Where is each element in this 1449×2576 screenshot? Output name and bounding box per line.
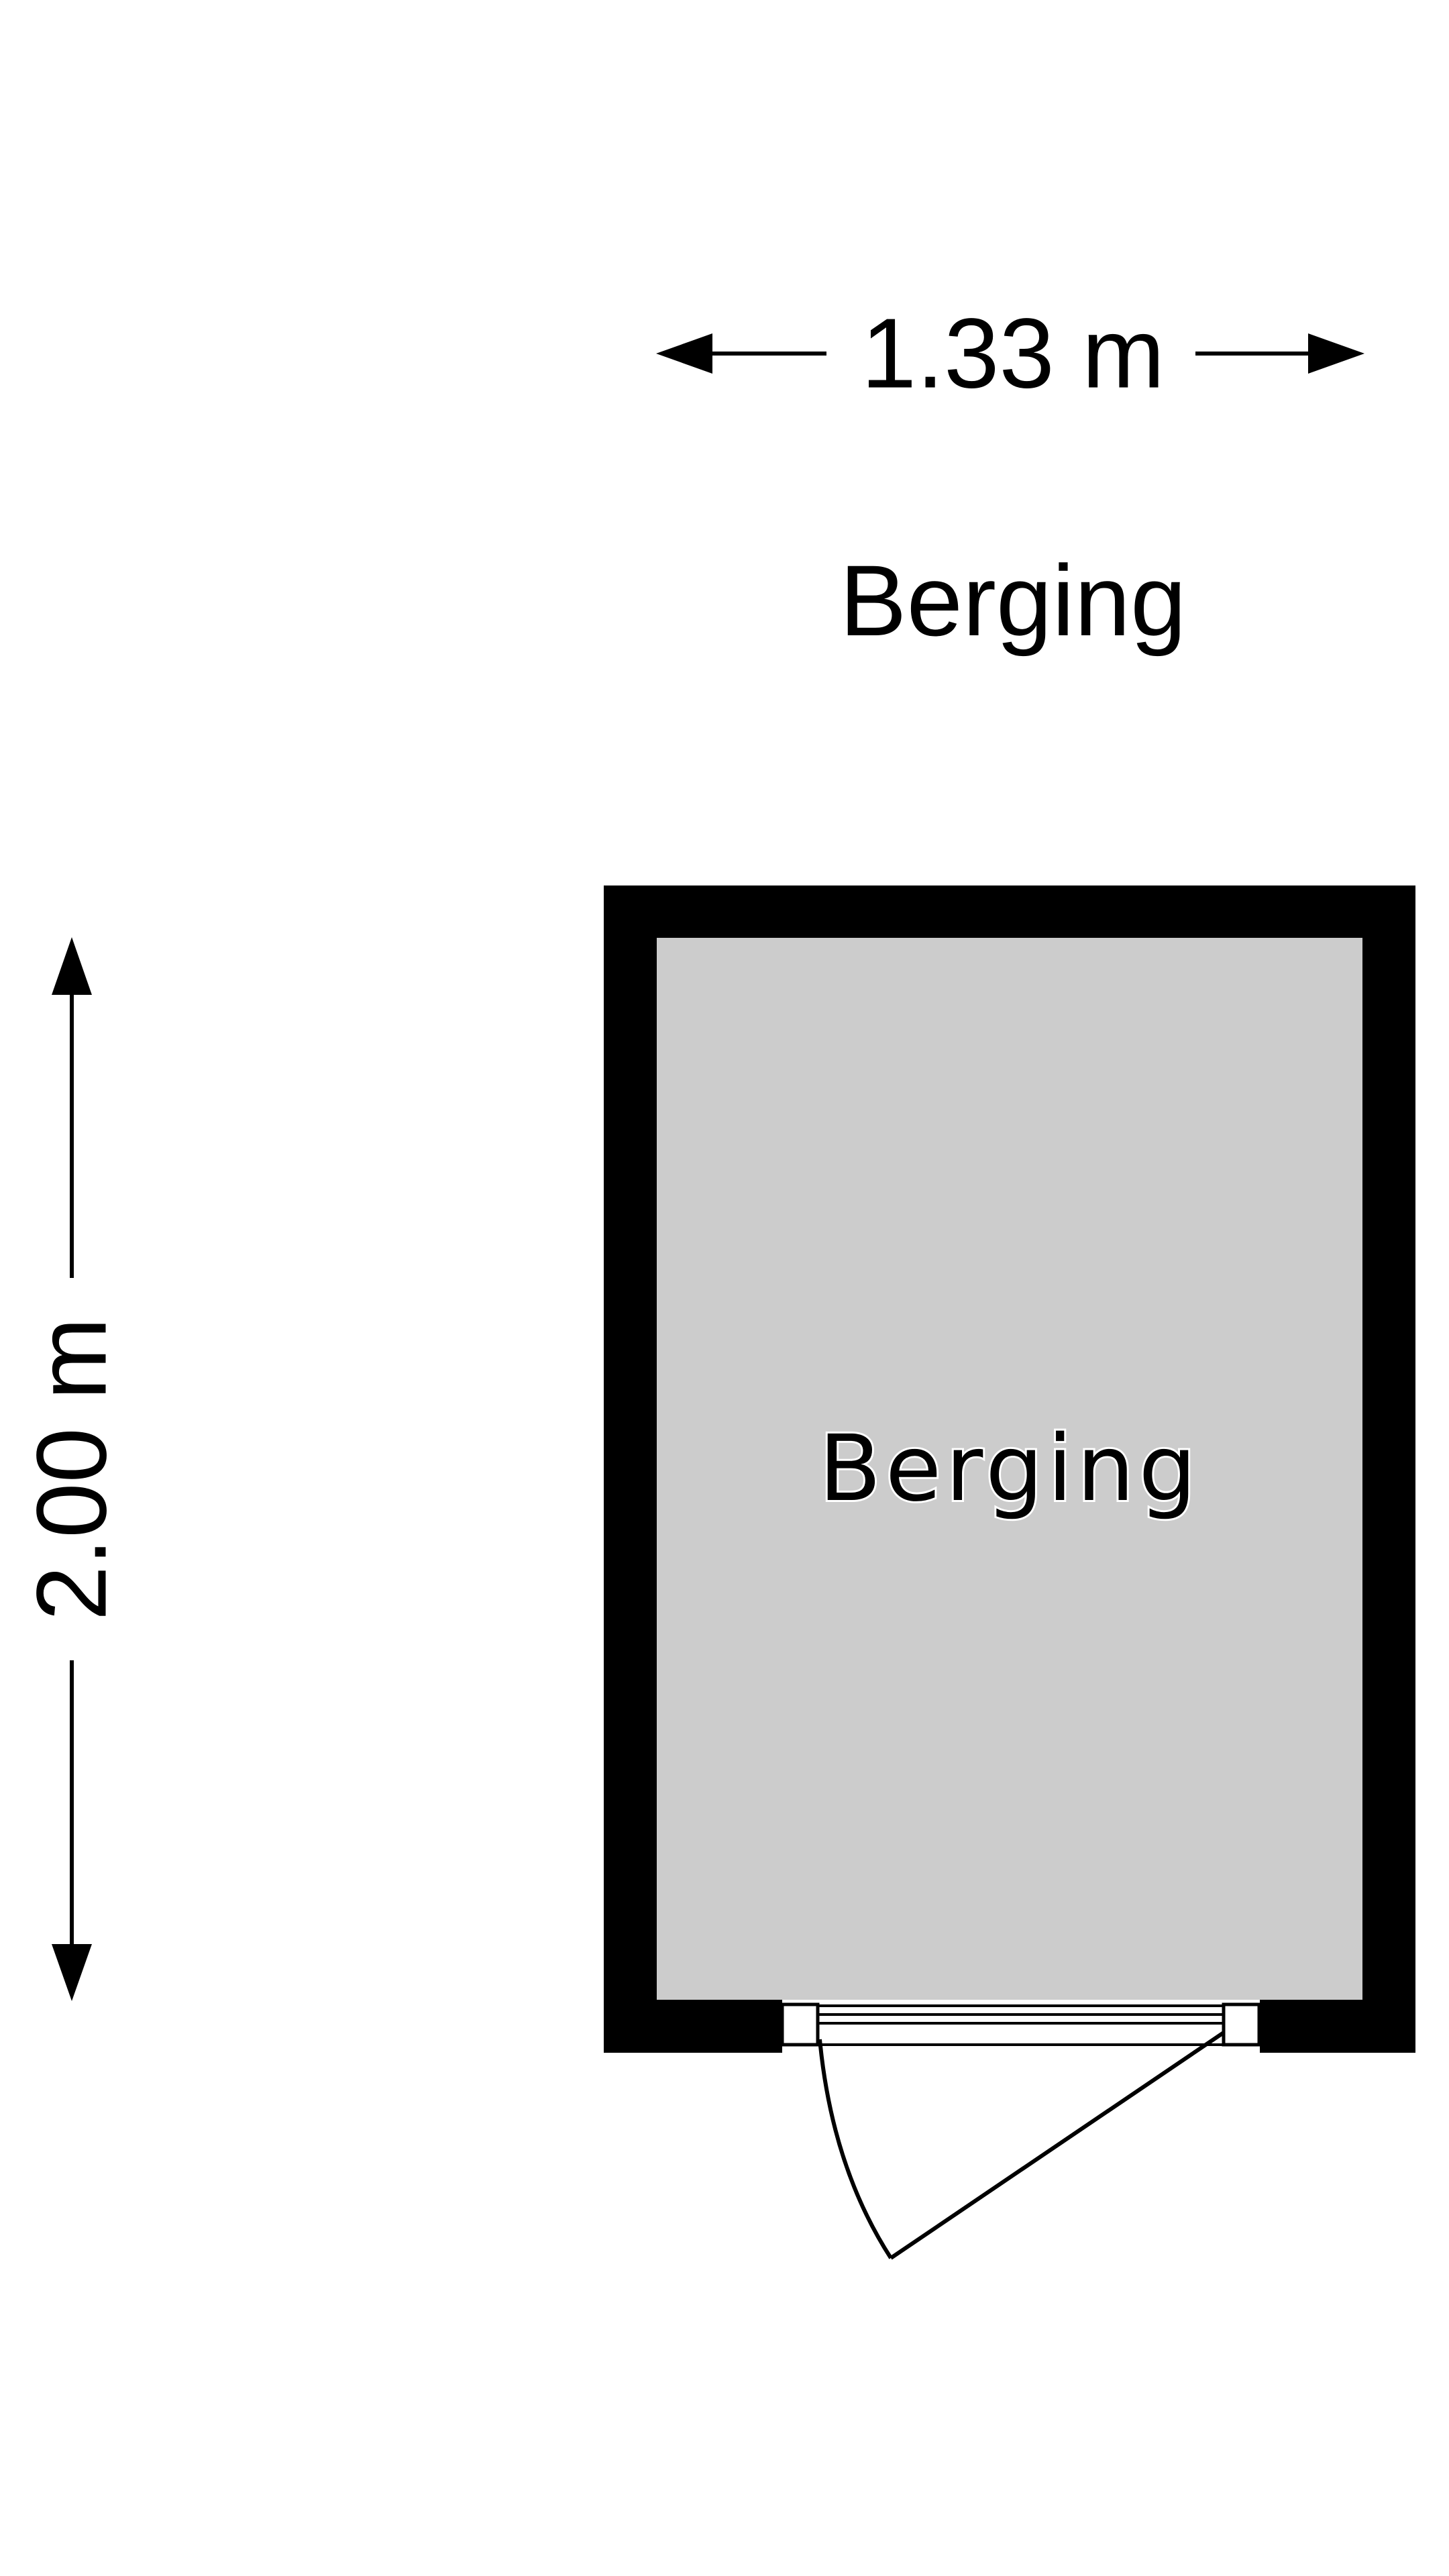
room-floor	[657, 938, 1362, 2000]
door-jamb-right	[1222, 2002, 1261, 2047]
door-jamb-left	[780, 2002, 820, 2047]
door-threshold	[818, 2004, 1224, 2046]
floor-title: Berging	[839, 544, 1186, 657]
door-swing-arc	[818, 2039, 893, 2259]
width-dimension: 1.33 m	[656, 299, 1364, 409]
height-dimension: 2.00 m	[17, 937, 127, 2001]
height-arrow-top-icon	[52, 937, 92, 995]
door-leaf	[890, 2031, 1225, 2260]
height-arrow-bottom-icon	[52, 1944, 92, 2001]
width-dimension-label: 1.33 m	[861, 299, 1165, 409]
width-arrow-left-icon	[656, 333, 712, 374]
room-name-label: Berging	[818, 1416, 1200, 1522]
width-arrow-right-icon	[1308, 333, 1364, 374]
height-dimension-label: 2.00 m	[17, 1318, 127, 1621]
room: Berging	[604, 885, 1415, 2260]
